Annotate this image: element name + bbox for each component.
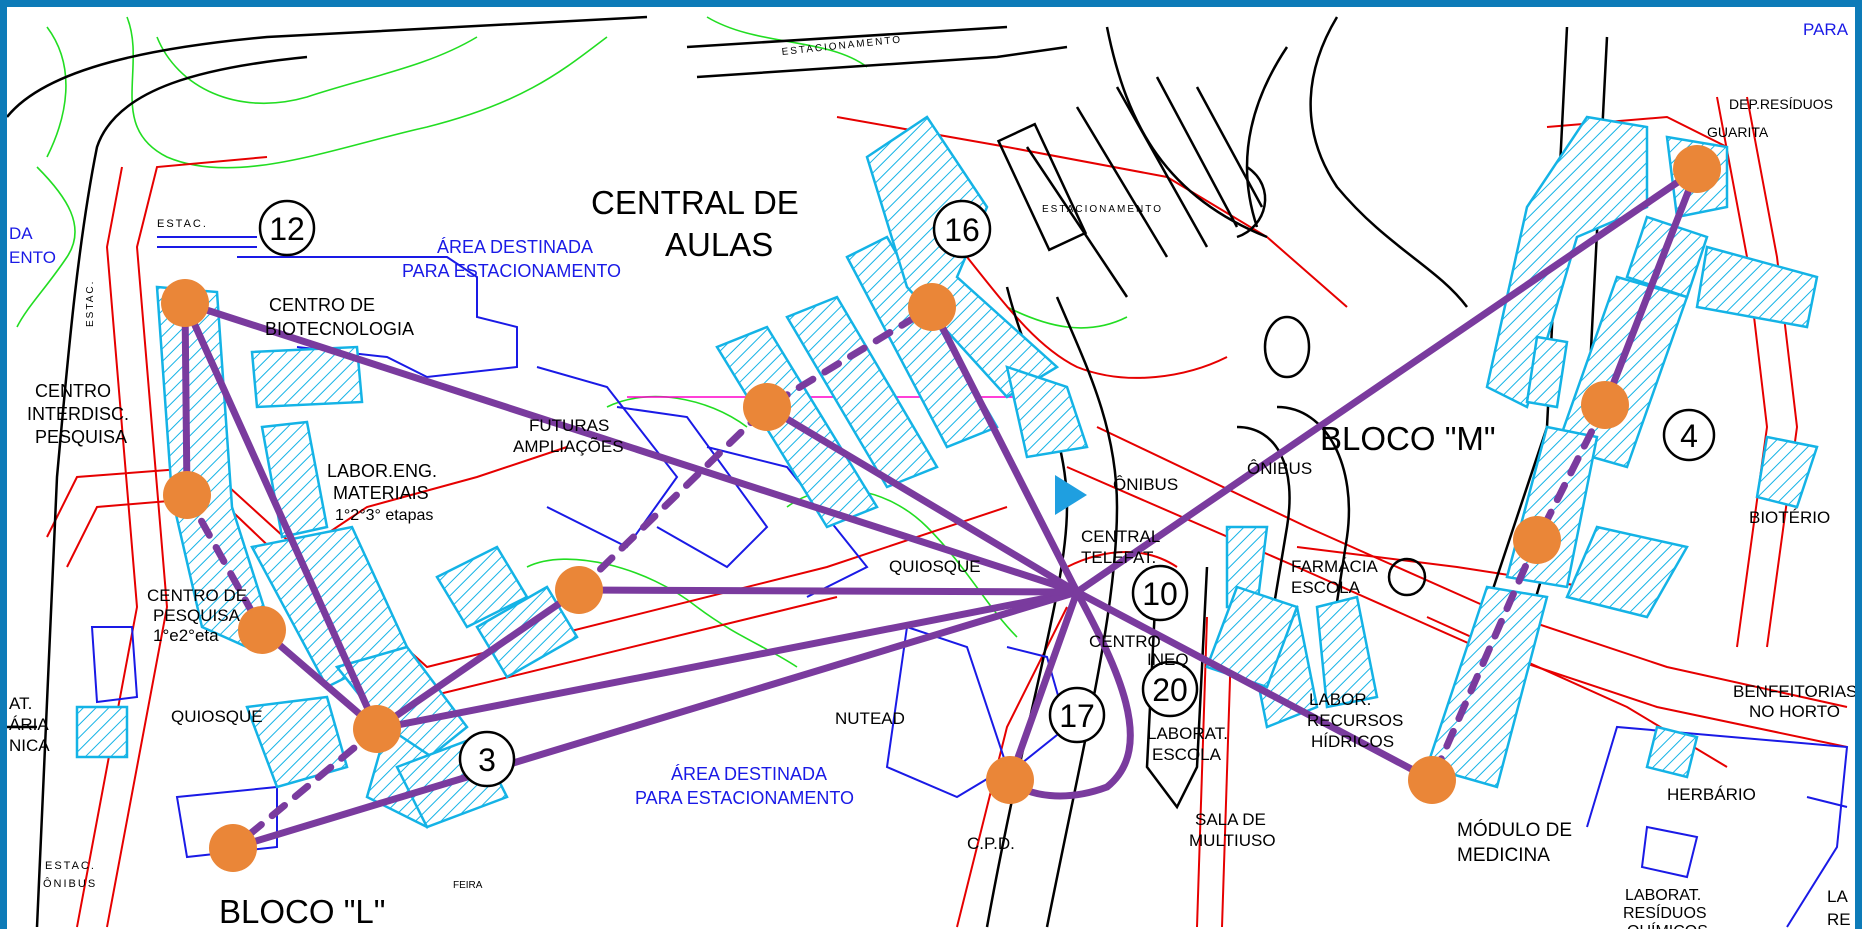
label-bioterio: BIOTÉRIO — [1749, 508, 1830, 527]
label-labor-eng-1: LABOR.ENG. — [327, 461, 437, 481]
route-nodes — [161, 145, 1721, 872]
label-area-estac-1a: ÁREA DESTINADA — [437, 237, 593, 257]
label-estac-mid: ESTACIONAMENTO — [1042, 204, 1163, 215]
label-central-aulas-2: AULAS — [665, 226, 773, 263]
label-central-aulas-1: CENTRAL DE — [591, 184, 799, 221]
label-laborat-escola-2: ESCOLA — [1152, 745, 1222, 764]
zone-number-4: 4 — [1680, 418, 1698, 454]
label-centro-ineq-2: INEQ — [1147, 650, 1189, 669]
map-frame: 12 16 4 10 20 17 3 CENTRAL DE AULAS BLOC… — [7, 7, 1855, 929]
label-dep-residuos: DEP.RESÍDUOS — [1729, 96, 1833, 112]
label-cpd: C.P.D. — [967, 834, 1015, 853]
label-centro-bio-2: BIOTECNOLOGIA — [265, 319, 414, 339]
label-central-tel-2: TELEFAT. — [1081, 548, 1156, 567]
label-area-estac-1b: PARA ESTACIONAMENTO — [402, 261, 621, 281]
label-onibus-2: ÔNIBUS — [1247, 459, 1312, 478]
node-centro-pesquisa[interactable] — [238, 606, 286, 654]
label-futuras-1: FUTURAS — [529, 416, 609, 435]
campus-map[interactable]: 12 16 4 10 20 17 3 CENTRAL DE AULAS BLOC… — [7, 7, 1855, 929]
label-feira: FEIRA — [453, 880, 483, 891]
label-futuras-2: AMPLIAÇÕES — [513, 437, 624, 456]
label-estac-vert: ESTAC. — [85, 280, 96, 327]
label-left-ento: ENTO — [9, 248, 56, 267]
label-benfeitorias-2: NO HORTO — [1749, 702, 1840, 721]
label-farmacia-2: ESCOLA — [1291, 578, 1361, 597]
label-modulo-1: MÓDULO DE — [1457, 819, 1572, 841]
label-onibus-1: ÔNIBUS — [1113, 475, 1178, 494]
label-centro-interd-3: PESQUISA — [35, 427, 127, 447]
node-modulo-medicina[interactable] — [1408, 756, 1456, 804]
label-quiosque-mid: QUIOSQUE — [889, 557, 981, 576]
zone-number-16: 16 — [944, 212, 980, 248]
label-centro-bio-1: CENTRO DE — [269, 295, 375, 315]
map-labels: CENTRAL DE AULAS BLOCO "M" BLOCO "L" ÁRE… — [9, 20, 1855, 929]
zone-numbers: 12 16 4 10 20 17 3 — [258, 199, 1716, 788]
zone-number-20: 20 — [1152, 672, 1188, 708]
zone-number-17: 17 — [1059, 698, 1095, 734]
label-labor-eng-2: MATERIAIS — [333, 483, 429, 503]
label-left-at: AT. — [9, 694, 32, 713]
label-right-re: RE — [1827, 910, 1851, 929]
label-left-nica: NICA — [9, 736, 50, 755]
label-labor-eng-3: 1°2°3° etapas — [335, 507, 433, 524]
label-labor-rec-1: LABOR. — [1309, 690, 1371, 709]
label-farmacia-1: FARMÁCIA — [1291, 557, 1379, 576]
zone-number-12: 12 — [269, 211, 305, 247]
label-central-tel-1: CENTRAL — [1081, 527, 1160, 546]
label-centro-pesq-1: CENTRO DE — [147, 586, 247, 605]
label-labor-rec-2: RECURSOS — [1307, 711, 1403, 730]
label-left-da: DA — [9, 224, 33, 243]
label-labor-rec-3: HÍDRICOS — [1311, 732, 1394, 751]
zone-number-3: 3 — [478, 742, 496, 778]
label-bloco-l: BLOCO "L" — [219, 893, 385, 929]
node-guarita[interactable] — [1673, 145, 1721, 193]
label-benfeitorias-1: BENFEITORIAS — [1733, 682, 1855, 701]
label-centro-ineq-1: CENTRO — [1089, 632, 1161, 651]
label-quiosque-left: QUIOSQUE — [171, 707, 263, 726]
label-centro-pesq-3: 1°e2°eta — [153, 626, 219, 645]
node-central-aulas[interactable] — [743, 383, 791, 431]
label-centro-pesq-2: PESQUISA — [153, 606, 241, 625]
road-outlines — [7, 15, 1609, 928]
label-para-top: PARA — [1803, 20, 1849, 39]
planned-structures — [90, 236, 1849, 928]
label-laborat-escola-1: LABORAT. — [1147, 724, 1228, 743]
label-nutead: NUTEAD — [835, 709, 905, 728]
label-estac-small: ESTAC. — [157, 218, 208, 230]
node-futuras-ampliacoes[interactable] — [555, 566, 603, 614]
label-sala-2: MULTIUSO — [1189, 831, 1276, 850]
label-left-aria: ÁRIA — [9, 715, 49, 734]
label-herbario: HERBÁRIO — [1667, 785, 1756, 804]
label-area-estac-2b: PARA ESTACIONAMENTO — [635, 788, 854, 808]
label-laborat-res-2: RESÍDUOS — [1623, 903, 1707, 922]
node-bloco-m-mid[interactable] — [1513, 516, 1561, 564]
label-estac-bottom-1: ESTAC. — [45, 860, 96, 872]
label-laborat-res-1: LABORAT. — [1625, 887, 1701, 904]
label-guarita: GUARITA — [1707, 124, 1769, 140]
node-bloco-l-hub[interactable] — [353, 705, 401, 753]
zone-number-10: 10 — [1142, 576, 1178, 612]
node-bloco-l-south[interactable] — [209, 824, 257, 872]
label-laborat-res-3: QUÍMICOS — [1627, 921, 1708, 929]
node-centro-biotecnologia[interactable] — [161, 279, 209, 327]
label-area-estac-2a: ÁREA DESTINADA — [671, 764, 827, 784]
label-right-la: LA — [1827, 887, 1848, 906]
node-centro-interdisc[interactable] — [163, 471, 211, 519]
label-estac-bottom-2: ÔNIBUS — [43, 877, 97, 890]
label-bloco-m: BLOCO "M" — [1320, 420, 1496, 457]
route-network — [181, 165, 1701, 852]
label-centro-interd-2: INTERDISC. — [27, 404, 129, 424]
node-bloco-m-north[interactable] — [1581, 381, 1629, 429]
label-centro-interd-1: CENTRO — [35, 381, 111, 401]
node-cpd[interactable] — [986, 756, 1034, 804]
label-sala-1: SALA DE — [1195, 810, 1266, 829]
node-central-aulas-north[interactable] — [908, 283, 956, 331]
label-modulo-2: MEDICINA — [1457, 845, 1550, 866]
